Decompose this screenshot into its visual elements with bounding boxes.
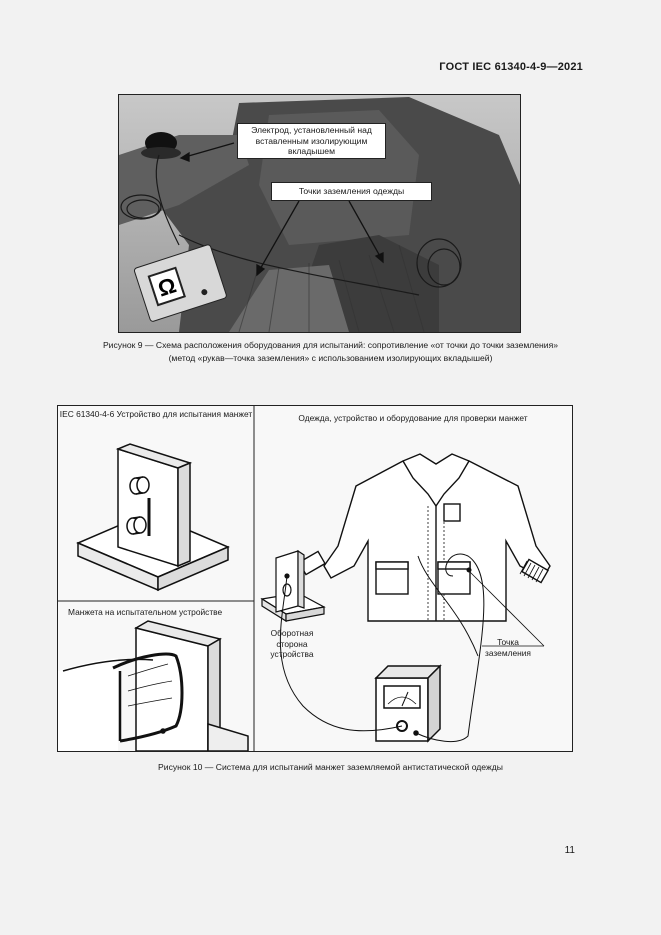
ohmmeter-icon xyxy=(374,664,442,743)
lab-coat-icon xyxy=(298,453,551,622)
ground-point-marker xyxy=(466,567,545,647)
cuff-test-device-icon xyxy=(76,443,230,592)
reverse-side-device-icon xyxy=(260,549,326,623)
figure9-caption: Рисунок 9 — Схема расположения оборудова… xyxy=(40,339,621,364)
garment-panel-title: Одежда, устройство и оборудование для пр… xyxy=(298,413,528,423)
cuff-panel-title: Манжета на испытательном устройстве xyxy=(68,607,223,617)
figure10-drawing xyxy=(58,406,551,751)
document-header: ГОСТ IEC 61340-4-9—2021 xyxy=(439,61,583,73)
figure10-caption: Рисунок 10 — Система для испытаний манже… xyxy=(158,762,503,772)
figure9-caption-line1: Рисунок 9 — Схема расположения оборудова… xyxy=(102,340,559,350)
figure10-diagram: IEC 61340-4-6 Устройство для испытания м… xyxy=(57,405,573,752)
ground-point-label: Точка заземления xyxy=(485,637,531,658)
figure9-photo: Ω Электрод, установленный над вставленны… xyxy=(118,94,521,333)
figure9-caption-line2: (метод «рукав—точка заземления» с исполь… xyxy=(168,352,493,363)
reverse-side-label: Оборотная сторона устройства xyxy=(270,628,314,659)
ground-points-label: Точки заземления одежды xyxy=(271,182,432,201)
device-panel-title: IEC 61340-4-6 Устройство для испытания м… xyxy=(59,409,253,419)
wires xyxy=(279,553,485,743)
electrode-label: Электрод, установленный над вставленным … xyxy=(237,123,386,159)
cuff-on-device-icon xyxy=(58,620,249,751)
page-number: 11 xyxy=(564,845,575,856)
